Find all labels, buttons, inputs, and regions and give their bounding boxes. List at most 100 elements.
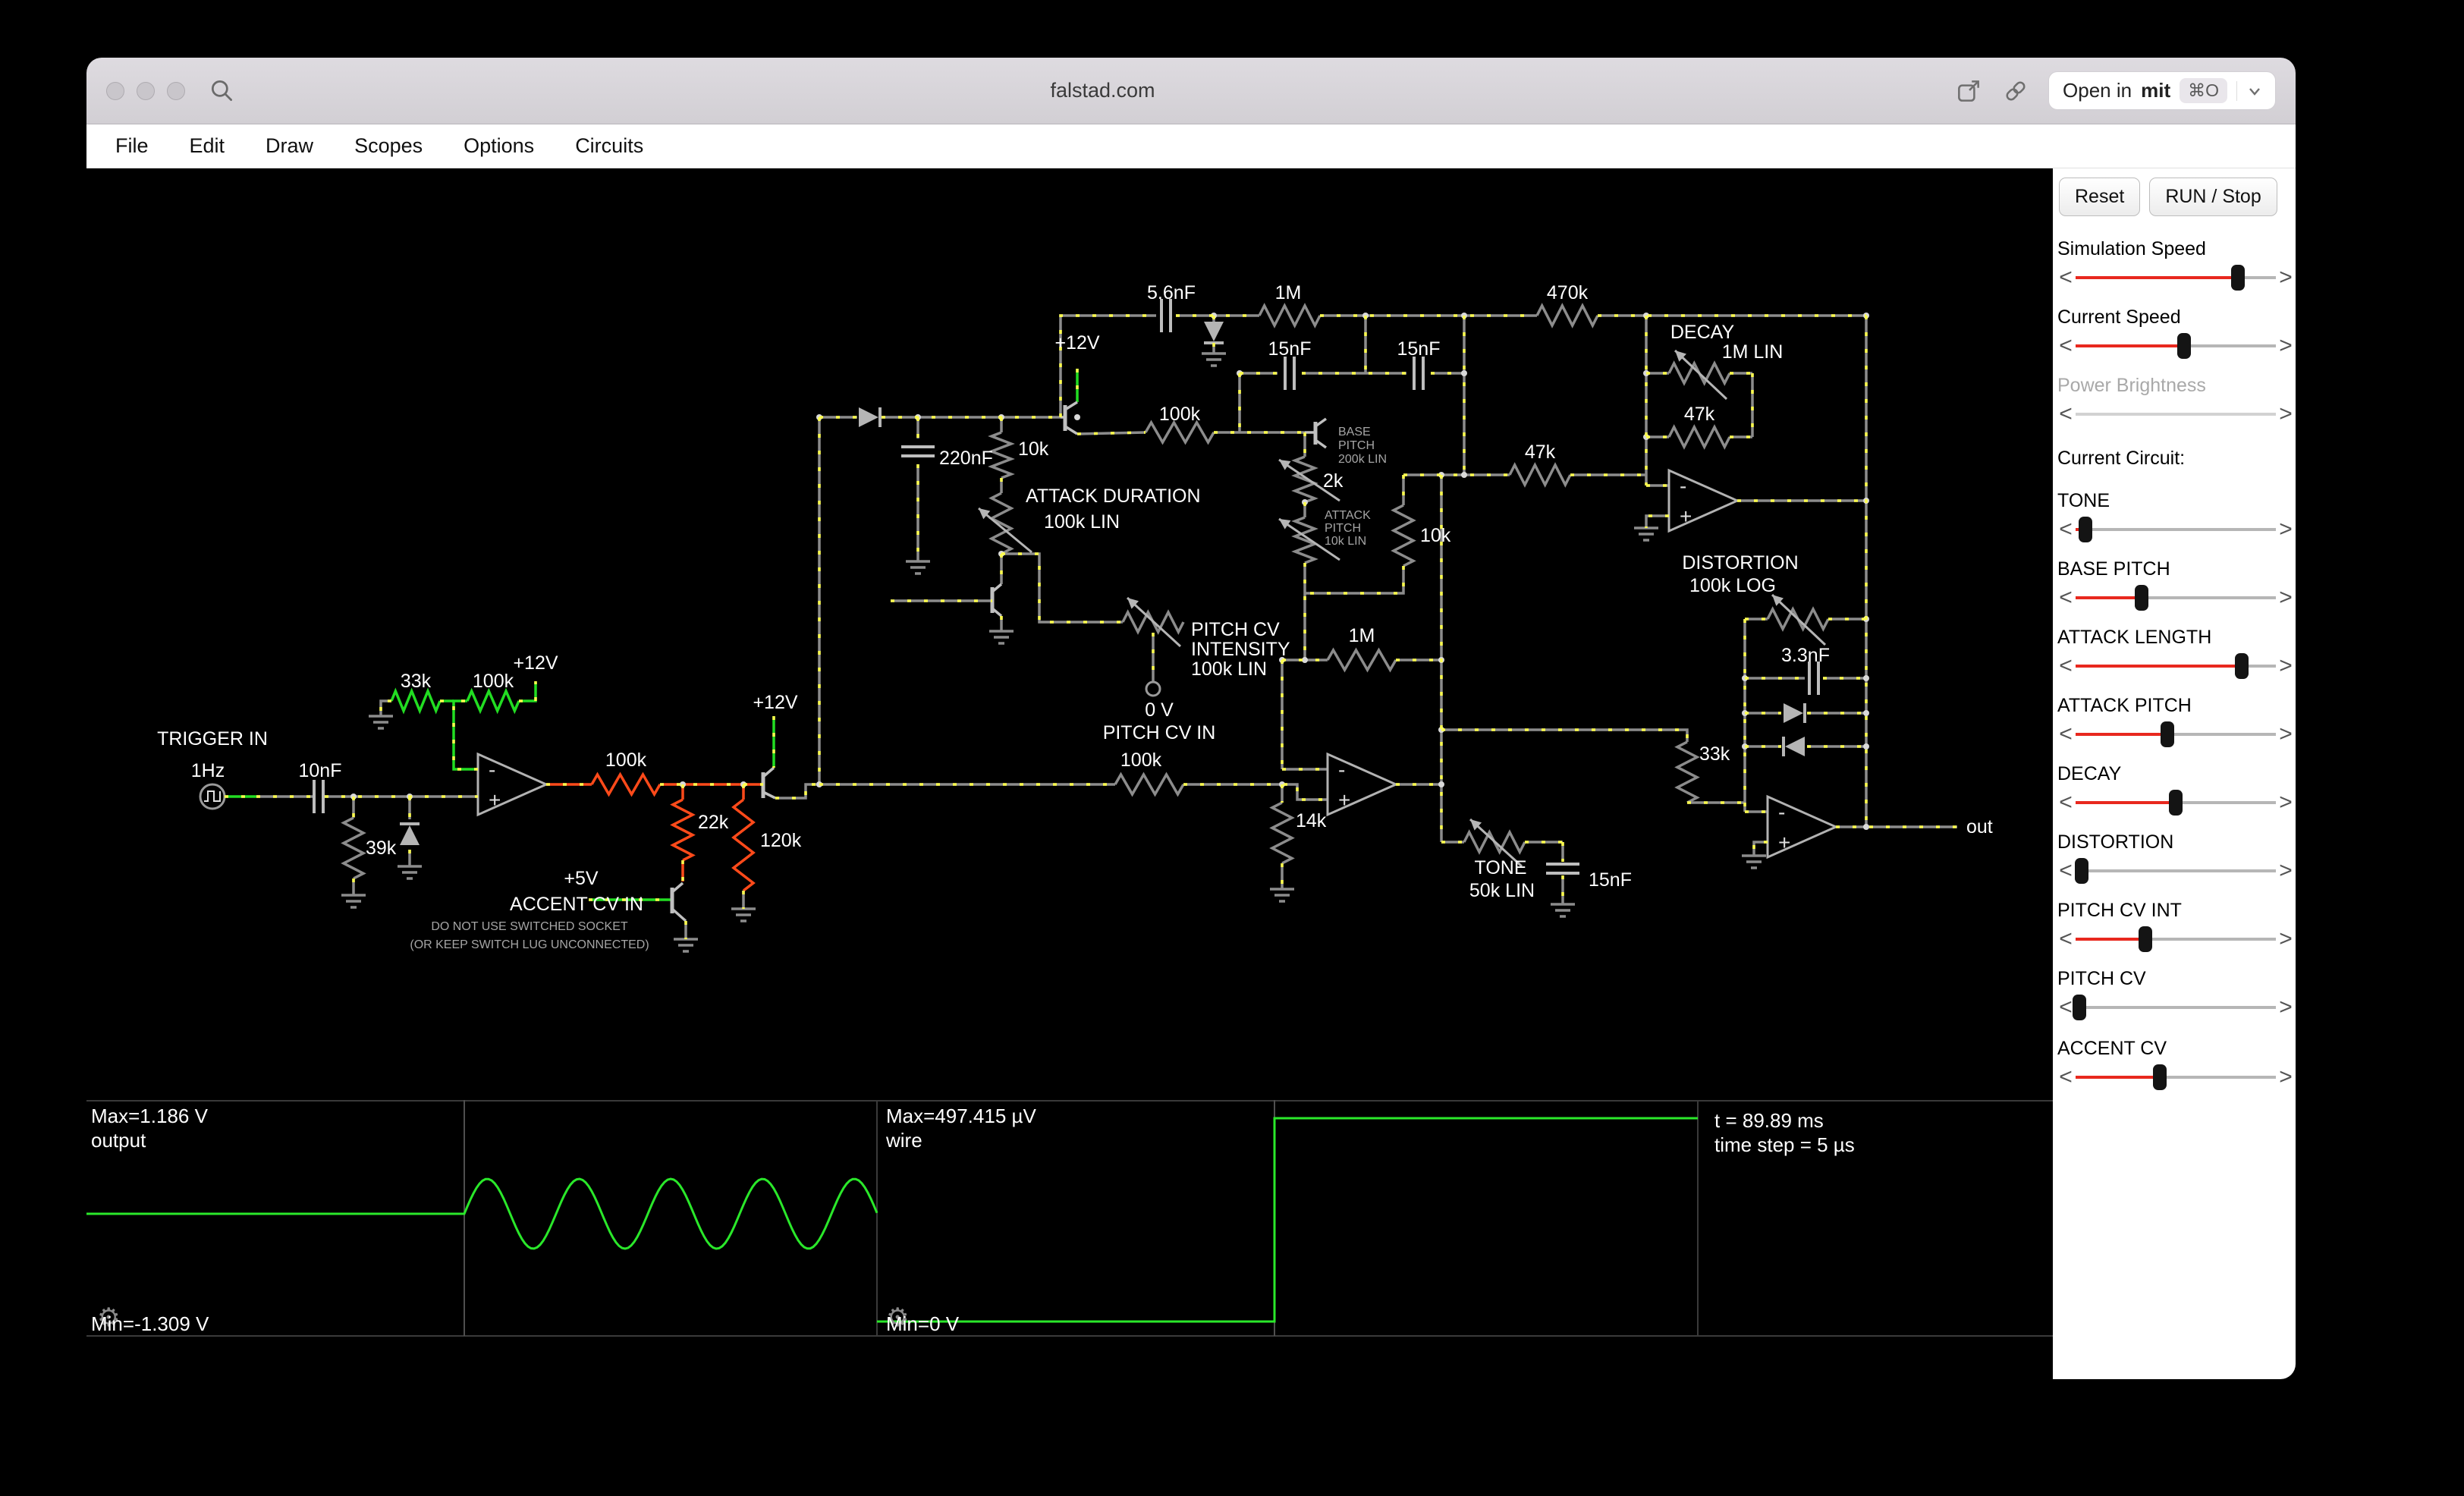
slider-track[interactable] xyxy=(2076,924,2276,954)
menu-item-draw[interactable]: Draw xyxy=(266,134,313,158)
circuit-label: DO NOT USE SWITCHED SOCKET xyxy=(431,920,628,933)
slider-increase-arrow[interactable]: > xyxy=(2277,992,2294,1023)
menu-item-options[interactable]: Options xyxy=(464,134,534,158)
slider-increase-arrow[interactable]: > xyxy=(2277,262,2294,293)
menu-item-scopes[interactable]: Scopes xyxy=(354,134,423,158)
slider-track[interactable] xyxy=(2076,787,2276,818)
slider-decrease-arrow[interactable]: < xyxy=(2057,583,2074,613)
slider-group-pitch-cv: PITCH CV<> xyxy=(2057,968,2294,1023)
slider-handle[interactable] xyxy=(2073,995,2086,1020)
slider-handle[interactable] xyxy=(2135,585,2148,611)
svg-text:+: + xyxy=(1680,504,1692,528)
slider-handle[interactable] xyxy=(2139,926,2152,952)
run-stop-button[interactable]: RUN / Stop xyxy=(2149,178,2277,216)
slider-increase-arrow[interactable]: > xyxy=(2277,856,2294,886)
slider-track[interactable] xyxy=(2076,331,2276,361)
slider-increase-arrow[interactable]: > xyxy=(2277,331,2294,361)
slider-group-attack-length: ATTACK LENGTH<> xyxy=(2057,627,2294,681)
slider-decrease-arrow[interactable]: < xyxy=(2057,719,2074,750)
open-in-app-name: mit xyxy=(2141,79,2170,102)
slider-tone: <> xyxy=(2057,514,2294,545)
circuit-label: 1M xyxy=(1275,282,1302,303)
slider-track[interactable] xyxy=(2076,719,2276,750)
slider-track[interactable] xyxy=(2076,1062,2276,1092)
circuit-label: 120k xyxy=(760,830,802,851)
scope-text: output xyxy=(91,1129,146,1152)
scope-text: Min=-1.309 V xyxy=(91,1312,209,1335)
slider-handle[interactable] xyxy=(2075,858,2088,884)
svg-text:+: + xyxy=(489,788,501,812)
open-in-app-button[interactable]: Open in mit ⌘O xyxy=(2048,71,2276,110)
slider-group-tone: TONE<> xyxy=(2057,490,2294,545)
slider-track[interactable] xyxy=(2076,262,2276,293)
minimize-button[interactable] xyxy=(137,82,155,100)
circuit-label: 10k LIN xyxy=(1325,535,1366,548)
slider-rail xyxy=(2076,869,2276,872)
window-content: -+-+-+-+TRIGGER IN1Hz10nF39k33k100k+12V1… xyxy=(86,168,2296,1379)
slider-attack-length: <> xyxy=(2057,651,2294,681)
circuit-label: DISTORTION xyxy=(1682,552,1798,574)
close-button[interactable] xyxy=(106,82,124,100)
slider-track[interactable] xyxy=(2076,399,2276,429)
slider-track[interactable] xyxy=(2076,856,2276,886)
slider-increase-arrow[interactable]: > xyxy=(2277,787,2294,818)
slider-handle[interactable] xyxy=(2161,721,2174,747)
slider-increase-arrow[interactable]: > xyxy=(2277,651,2294,681)
slider-increase-arrow[interactable]: > xyxy=(2277,1062,2294,1092)
slider-fill xyxy=(2076,1076,2160,1079)
slider-group-distortion: DISTORTION< > xyxy=(2057,831,2294,886)
slider-label: ACCENT CV xyxy=(2057,1038,2294,1062)
slider-decrease-arrow[interactable]: < xyxy=(2057,262,2074,293)
circuit-label: 33k xyxy=(1699,743,1730,765)
slider-increase-arrow[interactable]: > xyxy=(2277,583,2294,613)
open-external-icon[interactable] xyxy=(1954,77,1983,105)
circuit-canvas[interactable]: -+-+-+-+TRIGGER IN1Hz10nF39k33k100k+12V1… xyxy=(86,168,2053,1379)
circuit-label: TRIGGER IN xyxy=(157,728,268,750)
slider-handle[interactable] xyxy=(2079,517,2092,542)
open-in-dropdown[interactable] xyxy=(2236,81,2271,101)
slider-track[interactable] xyxy=(2076,583,2276,613)
slider-increase-arrow[interactable]: > xyxy=(2277,514,2294,545)
slider-decrease-arrow[interactable]: < xyxy=(2057,1062,2074,1092)
slider-decrease-arrow[interactable]: < xyxy=(2057,856,2074,886)
zoom-button[interactable] xyxy=(167,82,185,100)
slider-decrease-arrow[interactable]: < xyxy=(2057,514,2074,545)
slider-track[interactable] xyxy=(2076,992,2276,1023)
scope-trace-wire xyxy=(877,1118,1698,1322)
url-text[interactable]: falstad.com xyxy=(1050,79,1155,102)
slider-rail xyxy=(2076,413,2276,416)
menu-item-circuits[interactable]: Circuits xyxy=(575,134,643,158)
slider-handle[interactable] xyxy=(2177,333,2191,359)
slider-decrease-arrow[interactable]: < xyxy=(2057,651,2074,681)
slider-group-current-speed: Current Speed<> xyxy=(2057,306,2294,361)
slider-label: DISTORTION xyxy=(2057,831,2294,856)
slider-handle[interactable] xyxy=(2153,1064,2167,1090)
circuit-schematic[interactable]: -+-+-+-+TRIGGER IN1Hz10nF39k33k100k+12V1… xyxy=(86,168,2053,1100)
slider-track[interactable] xyxy=(2076,651,2276,681)
circuit-label: 100k LIN xyxy=(1191,658,1267,680)
slider-decrease-arrow[interactable]: < xyxy=(2057,331,2074,361)
slider-decrease-arrow[interactable]: < xyxy=(2057,399,2074,429)
slider-increase-arrow[interactable]: > xyxy=(2277,399,2294,429)
slider-increase-arrow[interactable]: > xyxy=(2277,719,2294,750)
scopes-strip[interactable]: ⚙⚙Max=1.186 VoutputMin=-1.309 VMax=497.4… xyxy=(86,1100,2053,1379)
slider-decrease-arrow[interactable]: < xyxy=(2057,924,2074,954)
slider-increase-arrow[interactable]: > xyxy=(2277,924,2294,954)
slider-decrease-arrow[interactable]: < xyxy=(2057,992,2074,1023)
menu-item-edit[interactable]: Edit xyxy=(190,134,225,158)
slider-handle[interactable] xyxy=(2169,790,2183,816)
circuit-label: 10k xyxy=(1420,525,1451,546)
slider-track[interactable] xyxy=(2076,514,2276,545)
slider-handle[interactable] xyxy=(2231,265,2245,291)
slider-label: ATTACK PITCH xyxy=(2057,695,2294,719)
circuit-label: 10nF xyxy=(299,760,342,781)
svg-text:-: - xyxy=(489,758,495,781)
link-icon[interactable] xyxy=(2001,77,2030,105)
circuit-label: 15nF xyxy=(1268,338,1312,360)
slider-decrease-arrow[interactable]: < xyxy=(2057,787,2074,818)
slider-handle[interactable] xyxy=(2235,653,2249,679)
menu-item-file[interactable]: File xyxy=(115,134,149,158)
slider-simulation-speed: <> xyxy=(2057,262,2294,293)
reset-button[interactable]: Reset xyxy=(2059,178,2140,216)
search-icon[interactable] xyxy=(208,77,237,105)
